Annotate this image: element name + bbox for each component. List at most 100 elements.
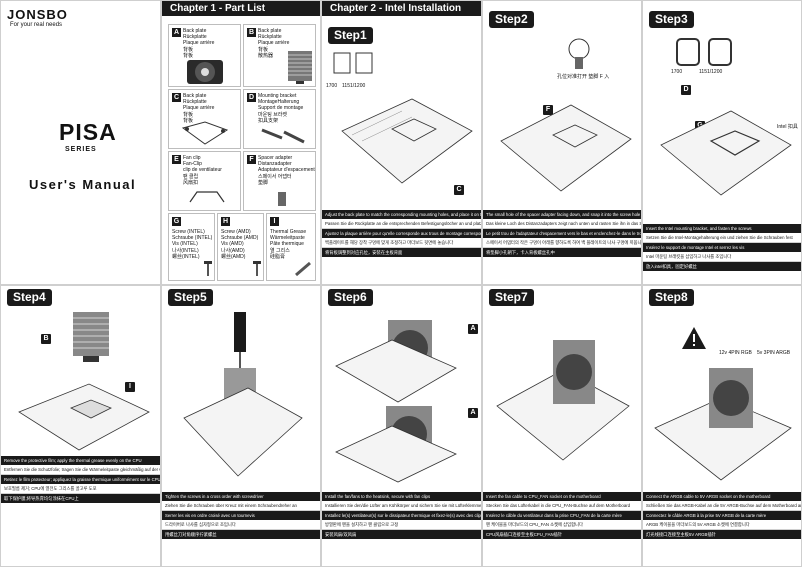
instruction-line: Connect the ARGB cable to 5V ARGB socket… [643, 492, 801, 501]
instruction-line: 백플레이트를 해당 장착 구멍에 맞게 조정하고 마더보드 뒷면에 놓습니다 [322, 238, 481, 248]
part-text: Spacer adapter Distanzadapter Adaptateur… [258, 155, 315, 186]
instruction-line: 将背板调整到对应孔位，安装在主板背面 [322, 248, 481, 257]
instruction-line: 取下保护膜;将导热膏均匀涂抹在CPU上 [1, 494, 160, 503]
instruction-line: 보호필름 제거; CPU에 열전도 그리스를 골고루 도포 [1, 484, 160, 494]
instruction-line: 스페이서 어댑터의 작은 구멍이 아래를 향하도록 하여 백 플레이트의 나사 … [483, 238, 641, 248]
bracket-icon [261, 128, 305, 144]
motherboard-illustration [500, 104, 632, 192]
part-text: Back plate Rückplatte Plaque arrière 背板 … [183, 28, 215, 59]
instruction-line: 드라이버로 나사를 십자형으로 조입니다 [162, 520, 320, 530]
part-card-h: H Screw (AMD) Schraube (AMD) Vis (AMD) 나… [217, 213, 264, 281]
thermal-grease-icon [295, 261, 311, 277]
part-card-c: C Back plate Rückplatte Plaque arrière 背… [168, 89, 241, 149]
instruction-line: Serrer les vis en ordre croisé avec un t… [162, 511, 320, 520]
part-badge-i: I [125, 382, 135, 392]
instruction-line: CPU风扇插口连接至主板CPU_FAN插针 [483, 530, 641, 539]
part-card-i: I Thermal Grease Wärmeleitpaste Pâte the… [266, 213, 316, 281]
fan-clip-icon [189, 191, 225, 203]
screw-icon [204, 261, 212, 276]
step-label: Step2 [489, 11, 534, 28]
instruction-line: Retirez le film protecteur; appliquez la… [1, 475, 160, 484]
part-letter: E [172, 155, 181, 164]
instruction-line: Intel 마운팅 브래킷을 삽입하고 나사를 조입니다 [643, 252, 801, 262]
fan-icon [187, 60, 223, 84]
part-card-d: D Mounting bracket MontageHalterung Supp… [243, 89, 316, 149]
instruction-line: Installieren Sie den/die Lüfter am Kühlk… [322, 501, 481, 511]
instruction-line: Das kleine Loch des Distanzadapters zeig… [483, 219, 641, 229]
brand-logo: JONSBO [7, 7, 68, 22]
step6-instructions: Install the fan/fans to the heatsink, se… [322, 492, 481, 539]
step-label: Step3 [649, 11, 694, 28]
step4-panel: Step4 B I [0, 285, 161, 567]
alignment-note: 孔位对准打开 垫脚 F 入 [557, 74, 610, 80]
part-badge-a: A [468, 408, 478, 418]
screw-icon [253, 261, 261, 276]
part-text: Fan clip Fan-Clip clip de ventilateur 팬 … [183, 155, 222, 186]
instruction-line: 팬 케이블을 마더보드의 CPU_FAN 소켓에 삽입합니다 [483, 520, 641, 530]
part-badge-b: B [41, 334, 51, 344]
back-plate-options-icon [333, 52, 373, 74]
instruction-line: Remove the protective film; apply the th… [1, 456, 160, 465]
fan-install-illustration [335, 320, 457, 483]
instruction-line: Insérez le support de montage Intel et s… [643, 243, 801, 252]
step4-instructions: Remove the protective film; apply the th… [1, 456, 160, 503]
part-card-g: G Screw (INTEL) Schraube (INTEL) Vis (IN… [168, 213, 215, 281]
bracket-options-icon [676, 38, 732, 66]
heatsink-illustration [73, 312, 109, 362]
back-plate-icon [181, 121, 229, 145]
instruction-line: Entfernen Sie die Schutzfolie; tragen Si… [1, 465, 160, 475]
part-text: Thermal Grease Wärmeleitpaste Pâte therm… [270, 229, 307, 260]
step-label: Step5 [168, 289, 213, 306]
intel-bracket-label: Intel 扣具 [777, 124, 798, 130]
socket-label: 1700 [326, 83, 338, 89]
instruction-line: Ajustez la plaque arrière pour qu'elle c… [322, 229, 481, 238]
socket-label: 1151/1200 [699, 69, 723, 75]
socket-label: 1700 [671, 69, 683, 75]
connector-label: 12v 4PIN RGB [719, 350, 752, 356]
instruction-line: Setzen Sie die Intel-Montagehalterung ei… [643, 233, 801, 243]
part-badge-c: C [454, 185, 464, 195]
part-text: Screw (INTEL) Schraube (INTEL) Vis (INTE… [172, 229, 213, 260]
brand-tagline: For your real needs [10, 22, 63, 28]
instruction-line: Passen Sie die Rückplatte an die entspre… [322, 219, 481, 229]
warning-icon [682, 327, 706, 349]
chapter-2-header: Chapter 2 - Intel Installation [322, 1, 481, 16]
fan-cable-illustration [496, 340, 630, 461]
instruction-line: Insert the Intel mounting bracket, and f… [643, 224, 801, 233]
part-text: Screw (AMD) Schraube (AMD) Vis (AMD) 나사(… [221, 229, 259, 260]
part-badge-a: A [468, 324, 478, 334]
step2-instructions: The small hole of the spacer adapter fac… [483, 210, 641, 257]
instruction-line: Insérez le câble du ventilateur dans la … [483, 511, 641, 520]
part-text: Back plate Rückplatte Plaque arrière 背板 … [183, 93, 215, 124]
instruction-line: Schließen Sie das ARGB-Kabel an die 5V A… [643, 501, 801, 511]
part-letter: G [172, 217, 181, 226]
step1-instructions: Adjust the back plate to match the corre… [322, 210, 481, 257]
step3-instructions: Insert the Intel mounting bracket, and f… [643, 224, 801, 271]
part-letter: F [247, 155, 256, 164]
step-label: Step4 [7, 289, 52, 306]
part-letter: A [172, 28, 181, 37]
part-letter: H [221, 217, 230, 226]
instruction-line: Tighten the screws in a cross order with… [162, 492, 320, 501]
motherboard-illustration [341, 98, 473, 184]
step-label: Step6 [328, 289, 373, 306]
heatsink-icon [288, 51, 312, 84]
part-card-a: A Back plate Rückplatte Plaque arrière 背… [168, 24, 241, 87]
manual-title: User's Manual [29, 177, 137, 192]
instruction-line: Installez le(s) ventilateur(s) sur le di… [322, 511, 481, 520]
spacer-icon [278, 192, 286, 206]
part-card-b: B Back plate Rückplatte Plaque arrière 背… [243, 24, 316, 87]
product-series: SERIES [65, 146, 97, 153]
motherboard-illustration [660, 110, 792, 196]
spacer-closeup-illustration [568, 38, 590, 69]
step-label: Step1 [328, 27, 373, 44]
instruction-line: Le petit trou de l'adaptateur d'espaceme… [483, 229, 641, 238]
instruction-line: Install the fan/fans to the heatsink, se… [322, 492, 481, 501]
screwdriver-heatsink-illustration [183, 312, 303, 477]
step-label: Step7 [489, 289, 534, 306]
product-title: PISA [59, 119, 117, 145]
step5-instructions: Tighten the screws in a cross order with… [162, 492, 320, 539]
instruction-line: ARGB 케이블을 마더보드의 5V ARGB 소켓에 연결합니다 [643, 520, 801, 530]
instruction-line: Stecken Sie das Lüfterkabel in die CPU_F… [483, 501, 641, 511]
